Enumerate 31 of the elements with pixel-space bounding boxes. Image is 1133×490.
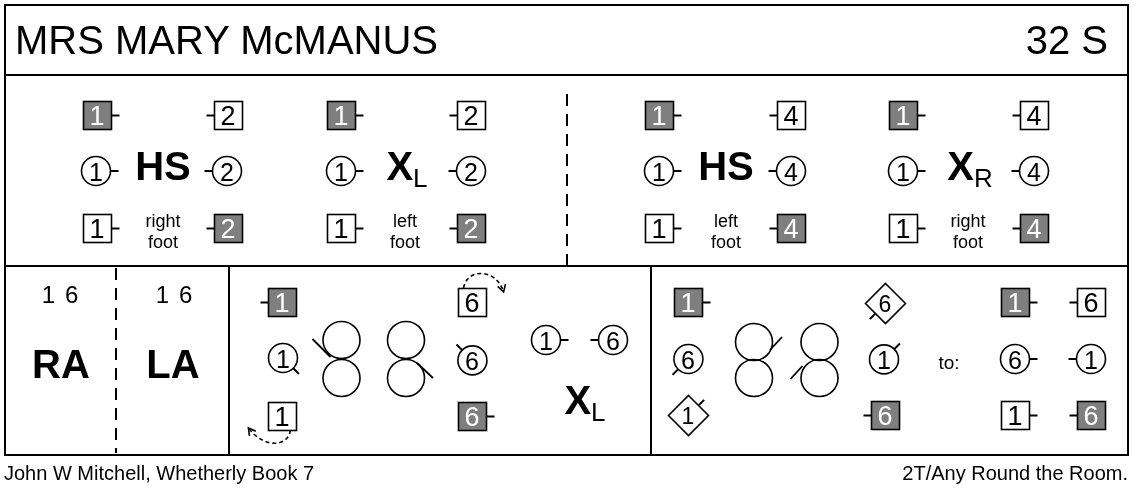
figure-name: LA xyxy=(146,344,200,384)
dancer-square: 6 xyxy=(456,286,488,318)
dancer-square: 1 xyxy=(266,400,298,432)
bar-count: 16 xyxy=(155,283,203,307)
dancer-circle: 1 xyxy=(868,341,902,375)
dance-type-text: 32 S xyxy=(1025,20,1108,60)
figure-name: X$_{L}$ xyxy=(564,380,606,420)
dancer-circle: 1 xyxy=(267,342,301,376)
footwork-note: right foot xyxy=(950,211,986,253)
figure-name: HS xyxy=(135,146,191,186)
figure-panel xyxy=(4,74,1129,267)
bar-count: 16 xyxy=(41,283,89,307)
footwork-note: left foot xyxy=(390,211,420,253)
source-credit: John W Mitchell, Whetherly Book 7 xyxy=(4,463,315,483)
figure-panel xyxy=(650,265,1129,456)
dancer-diamond: 6 xyxy=(863,281,907,325)
figure-name: X$_{L}$ xyxy=(386,146,428,186)
dancer-circle: 6 xyxy=(670,343,704,377)
curved-arrow xyxy=(462,272,506,293)
formation-note: 2T/Any Round the Room. xyxy=(902,463,1128,483)
dancer-circle: 6 xyxy=(454,342,488,376)
footwork-note: left foot xyxy=(711,211,741,253)
transition-label: to: xyxy=(938,352,960,372)
footwork-note: right foot xyxy=(145,211,181,253)
curved-arrow xyxy=(247,427,292,445)
figure-name: RA xyxy=(32,344,90,384)
figure-name: X$_{R}$ xyxy=(947,146,993,186)
figure-panel xyxy=(4,265,230,456)
dancer-diamond: 1 xyxy=(666,393,710,437)
dance-title: MRS MARY McMANUS xyxy=(15,20,438,60)
figure-name: HS xyxy=(698,146,754,186)
